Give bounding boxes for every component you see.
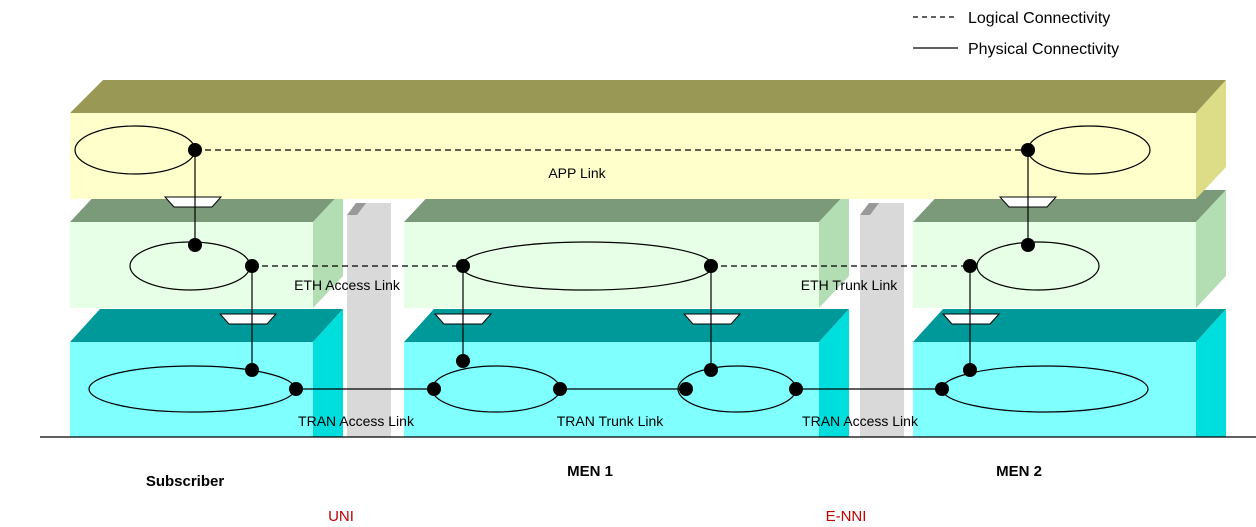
uni-label: UNI (328, 508, 354, 525)
eth-block-subscriber (70, 222, 313, 308)
connection-point (188, 238, 202, 252)
app-link-label: APP Link (548, 165, 606, 181)
tran-block-men2-side (1196, 309, 1226, 437)
connection-points (188, 143, 1035, 396)
connection-point (456, 259, 470, 273)
connection-point (245, 259, 259, 273)
tran-trunk-link-label: TRAN Trunk Link (557, 413, 665, 429)
tran-block-men1-top (404, 309, 849, 342)
connection-point (427, 382, 441, 396)
interface-dividers (347, 203, 904, 437)
connection-point (789, 382, 803, 396)
connection-point (679, 382, 693, 396)
eth-block-subscriber-side (313, 190, 343, 308)
tran-access-link-right-label: TRAN Access Link (802, 413, 919, 429)
domain-label-men2: MEN 2 (996, 463, 1042, 480)
tran-block-subscriber-top (70, 309, 343, 342)
interface-labels: UNI E-NNI (328, 508, 866, 525)
enni-divider (860, 203, 904, 437)
eth-block-men1-side (819, 190, 849, 308)
uni-divider-top (347, 203, 366, 215)
uni-divider (347, 203, 391, 437)
eth-layer (70, 190, 1226, 308)
tran-block-subscriber (70, 342, 313, 437)
adaptation-eth-tran-subscriber (218, 313, 278, 325)
tran-block-subscriber-side (313, 309, 343, 437)
eth-block-men2 (913, 222, 1196, 308)
connection-point (963, 259, 977, 273)
connection-point (456, 354, 470, 368)
adaptation-eth-tran-men1-right (682, 313, 742, 325)
eth-block-men1 (404, 222, 819, 308)
enni-label: E-NNI (826, 508, 867, 525)
connection-point (963, 363, 977, 377)
connection-point (935, 382, 949, 396)
tran-block-men1-side (819, 309, 849, 437)
enni-divider-top (860, 203, 879, 215)
physical-connections (194, 150, 1029, 390)
connection-point (289, 382, 303, 396)
legend-logical-label: Logical Connectivity (968, 10, 1110, 27)
adaptation-symbols (163, 196, 1058, 325)
link-labels: APP Link ETH Access Link ETH Trunk Link … (294, 165, 919, 429)
app-block-top (70, 80, 1226, 113)
tran-access-link-left-label: TRAN Access Link (298, 413, 415, 429)
app-block (70, 113, 1196, 199)
adaptation-app-eth-subscriber (163, 196, 223, 208)
tran-block-men2 (913, 342, 1196, 437)
connection-point (245, 363, 259, 377)
logical-connections (195, 149, 1028, 267)
domain-label-men1: MEN 1 (567, 463, 613, 480)
connection-point (704, 363, 718, 377)
connection-point (553, 382, 567, 396)
eth-trunk-link-label: ETH Trunk Link (801, 277, 898, 293)
domain-labels: Subscriber MEN 1 MEN 2 (146, 463, 1042, 490)
app-block-side (1196, 80, 1226, 199)
domain-label-subscriber: Subscriber (146, 473, 225, 490)
legend-physical-label: Physical Connectivity (968, 41, 1119, 58)
eth-block-men2-side (1196, 190, 1226, 308)
app-layer (70, 80, 1226, 199)
connection-point (1021, 238, 1035, 252)
eth-access-link-label: ETH Access Link (294, 277, 401, 293)
adaptation-eth-tran-men2 (941, 313, 1001, 325)
connection-point (188, 143, 202, 157)
connection-point (704, 259, 718, 273)
legend: Logical Connectivity Physical Connectivi… (913, 10, 1119, 58)
connection-point (1021, 143, 1035, 157)
